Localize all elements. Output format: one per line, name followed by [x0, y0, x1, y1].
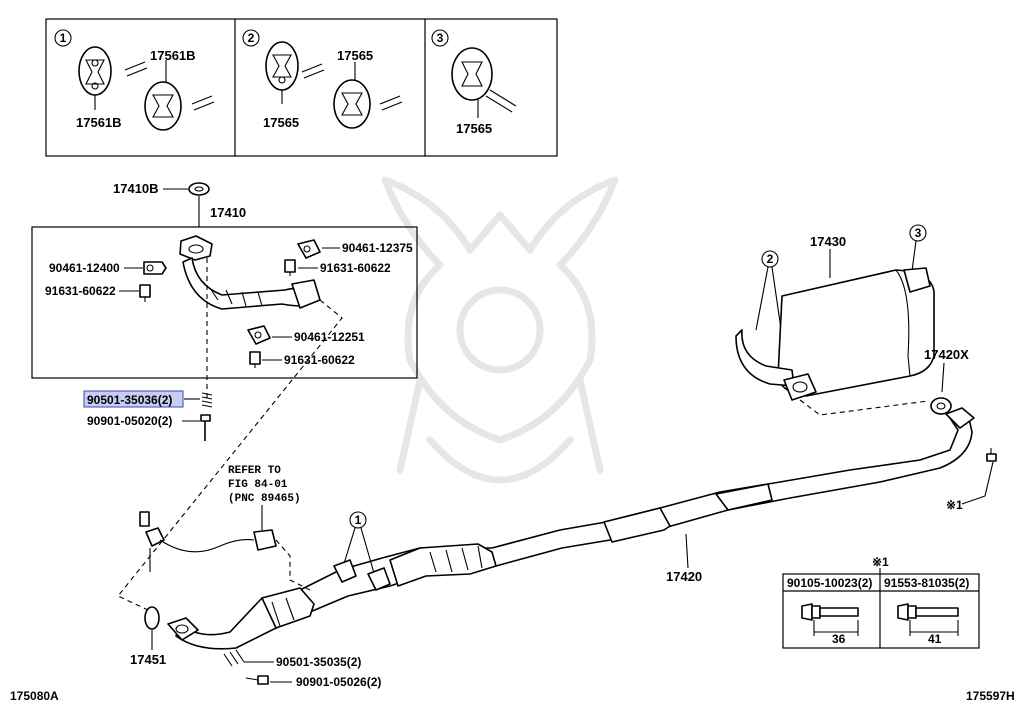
inset-callout-2: 2 — [242, 29, 260, 47]
inset-panel: 1 2 3 17561B 17561B — [45, 18, 558, 157]
bolt-91553-81035-icon — [897, 603, 959, 636]
label-90461-12251: 90461-12251 — [294, 330, 365, 344]
gasket-17451-icon — [144, 606, 160, 630]
front-pipe-frame — [31, 226, 418, 379]
table-dim-36: 36 — [832, 632, 846, 646]
refer-line-1: REFER TO — [228, 465, 281, 477]
hanger-bracket-icon — [333, 559, 391, 591]
inset-label-17565-c: 17565 — [456, 121, 492, 136]
label-17420x: 17420X — [924, 347, 969, 362]
footer-code-right: 175597H — [966, 689, 1015, 703]
hanger-17561b-icon — [78, 46, 215, 131]
table-dim-41: 41 — [928, 632, 942, 646]
front-pipe-group: 17410B 17410 90461-12400 91631-60622 — [31, 181, 418, 611]
callout-1-center: 1 — [349, 511, 367, 529]
label-17430: 17430 — [810, 234, 846, 249]
oxygen-sensor-icon — [139, 511, 277, 572]
spring-90501-35036-icon — [201, 392, 213, 408]
inset-label-17565-bottom: 17565 — [263, 115, 299, 130]
bolt-90901-05020-icon — [200, 414, 211, 441]
gasket-17410b-icon — [188, 182, 210, 196]
label-90901-05026: 90901-05026(2) — [296, 675, 381, 689]
spring-90501-35035-icon — [223, 649, 245, 667]
table-note-mark: ※1 — [872, 555, 889, 569]
svg-text:1: 1 — [355, 513, 362, 527]
bolt-91631-60622-a-icon — [139, 284, 151, 302]
label-17420: 17420 — [666, 569, 702, 584]
label-90501-35036[interactable]: 90501-35036(2) — [87, 393, 172, 407]
muffler-group: 17430 3 2 — [735, 224, 935, 416]
svg-text:3: 3 — [437, 31, 444, 45]
label-90501-35035: 90501-35035(2) — [276, 655, 361, 669]
bolt-90901-05026-icon — [245, 675, 269, 685]
clamp-90461-12251-icon — [247, 325, 271, 345]
label-90461-12375: 90461-12375 — [342, 241, 413, 255]
watermark-logo — [381, 176, 619, 484]
table-header-91553: 91553-81035(2) — [884, 576, 969, 590]
label-90901-05020: 90901-05020(2) — [87, 414, 172, 428]
label-91631-60622-c: 91631-60622 — [284, 353, 355, 367]
center-pipe-17420-icon — [167, 407, 975, 650]
label-17451: 17451 — [130, 652, 166, 667]
clamp-90461-12400-icon — [143, 261, 167, 275]
inset-label-17565-top: 17565 — [337, 48, 373, 63]
callout-3-muffler: 3 — [909, 224, 927, 242]
svg-text:1: 1 — [60, 31, 67, 45]
bolt-table: ※1 90105-10023(2) 91553-81035(2) 36 41 — [782, 555, 980, 649]
selected-part-highlight[interactable] — [83, 390, 184, 408]
svg-text:3: 3 — [915, 226, 922, 240]
clamp-90461-12375-icon — [297, 239, 321, 259]
inset-label-17561b-top: 17561B — [150, 48, 196, 63]
hanger-17565-b-icon — [451, 47, 517, 118]
bolt-90105-10023-icon — [801, 603, 859, 636]
label-17410: 17410 — [210, 205, 246, 220]
label-91631-60622-a: 91631-60622 — [45, 284, 116, 298]
label-91631-60622-b: 91631-60622 — [320, 261, 391, 275]
inset-callout-3: 3 — [431, 29, 449, 47]
footer-code-left: 175080A — [10, 689, 59, 703]
gasket-17420x-icon — [930, 397, 952, 415]
hanger-17565-icon — [265, 41, 403, 129]
label-90461-12400: 90461-12400 — [49, 261, 120, 275]
svg-text:2: 2 — [248, 31, 255, 45]
bolt-91631-60622-b-icon — [284, 259, 296, 276]
refer-line-3: (PNC 89465) — [228, 493, 301, 505]
inset-callout-1: 1 — [54, 29, 72, 47]
bolt-91631-60622-c-icon — [249, 351, 261, 368]
svg-text:2: 2 — [767, 252, 774, 266]
bolt-rear-icon — [986, 448, 997, 462]
callout-2-muffler: 2 — [761, 250, 779, 268]
table-header-90105: 90105-10023(2) — [787, 576, 872, 590]
refer-line-2: FIG 84-01 — [228, 479, 288, 491]
note-marker-rear: ※1 — [946, 498, 963, 512]
label-17410b: 17410B — [113, 181, 159, 196]
inset-label-17561b-bottom: 17561B — [76, 115, 122, 130]
front-pipe-17410-icon — [179, 235, 321, 310]
muffler-17430-icon — [735, 267, 935, 401]
